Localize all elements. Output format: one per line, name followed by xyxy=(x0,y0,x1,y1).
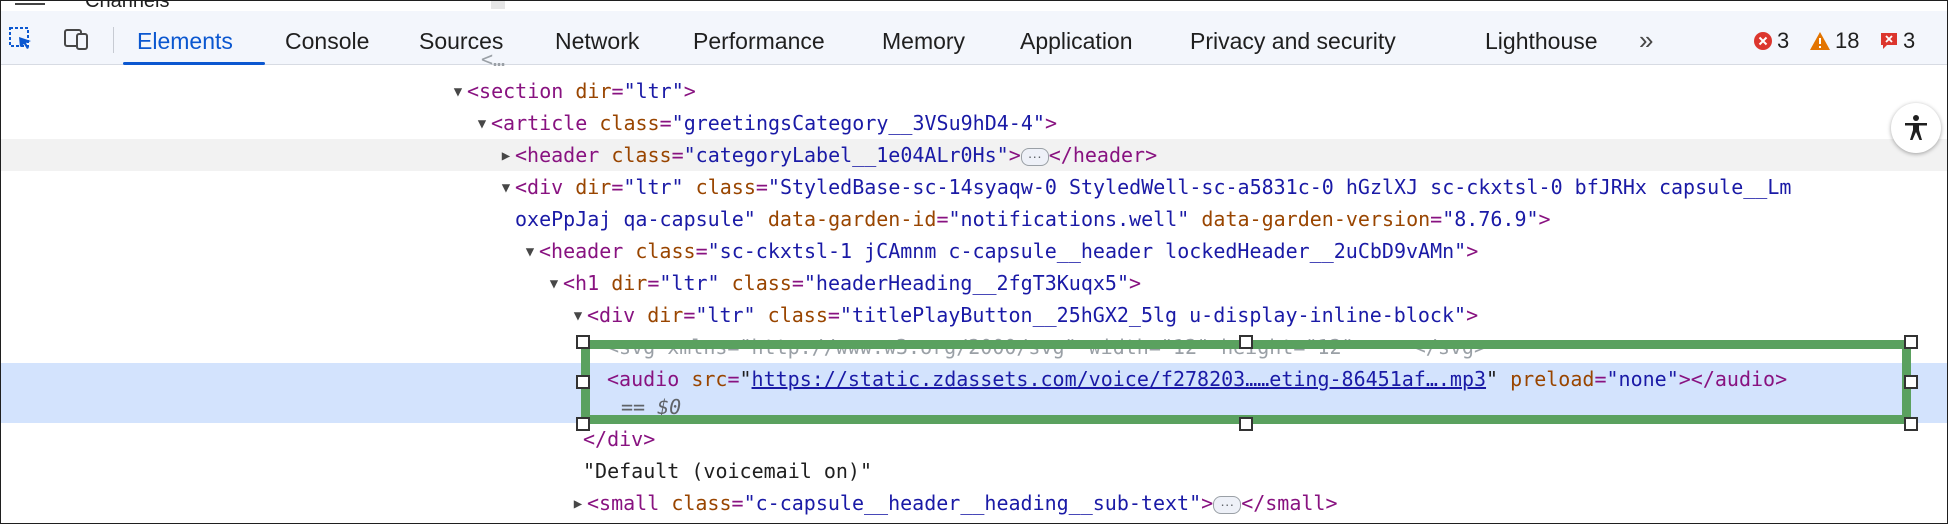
expand-triangle-icon[interactable]: ▼ xyxy=(525,244,535,260)
tree-row-div-close[interactable]: </div> xyxy=(583,427,656,451)
tree-row-div-title-play[interactable]: ▼<div dir="ltr" class="titlePlayButton__… xyxy=(1,299,1947,331)
resize-handle-top[interactable] xyxy=(1239,335,1253,349)
ellipsis-icon[interactable]: ··· xyxy=(1213,495,1242,514)
accessibility-icon xyxy=(1905,115,1927,140)
active-tab-indicator xyxy=(123,62,265,65)
devtools-toolbar: Elements Console Sources Network Perform… xyxy=(1,11,1947,65)
resize-handle-bottom-left[interactable] xyxy=(576,417,590,431)
expand-triangle-icon[interactable]: ▼ xyxy=(501,180,511,196)
tree-row-text-node[interactable]: "Default (voicemail on)" xyxy=(583,459,872,483)
tree-row-h1[interactable]: ▼<h1 dir="ltr" class="headerHeading__2fg… xyxy=(1,267,1947,299)
tree-row-div-capsule[interactable]: ▼<div dir="ltr" class="StyledBase-sc-14s… xyxy=(1,171,1947,203)
error-icon xyxy=(1754,32,1772,50)
tab-application[interactable]: Application xyxy=(1020,28,1133,54)
tab-network[interactable]: Network xyxy=(555,28,640,54)
tree-row-section[interactable]: ▼<section dir="ltr"> xyxy=(1,75,1947,107)
tab-performance[interactable]: Performance xyxy=(693,28,825,54)
resize-handle-left[interactable] xyxy=(576,375,590,389)
errors-counter[interactable]: 3 xyxy=(1753,28,1789,54)
tree-row-header-category[interactable]: ▶<header class="categoryLabel__1e04ALr0H… xyxy=(1,139,1947,171)
collapse-triangle-icon[interactable]: ▶ xyxy=(573,496,583,512)
errors-count: 3 xyxy=(1777,28,1790,53)
expand-triangle-icon[interactable]: ▼ xyxy=(453,84,463,100)
resize-handle-top-right[interactable] xyxy=(1904,335,1918,349)
tab-lighthouse[interactable]: Lighthouse xyxy=(1485,28,1598,54)
toolbar-separator xyxy=(113,27,114,53)
expand-triangle-icon[interactable]: ▼ xyxy=(477,116,487,132)
tab-console[interactable]: Console xyxy=(285,28,370,54)
issues-counter[interactable]: 3 xyxy=(1879,28,1915,54)
tree-row-div-capsule-cont: oxePpJaj qa-capsule" data-garden-id="not… xyxy=(515,207,1551,231)
collapse-triangle-icon[interactable]: ▶ xyxy=(501,148,511,164)
ellipsis-icon[interactable]: ··· xyxy=(1020,147,1049,166)
tab-privacy-and-security[interactable]: Privacy and security xyxy=(1190,28,1396,54)
collapse-caret xyxy=(15,3,45,5)
audio-src-link[interactable]: https://static.zdassets.com/voice/f27820… xyxy=(751,367,1487,391)
tree-row-header-locked[interactable]: ▼<header class="sc-ckxtsl-1 jCAmnm c-cap… xyxy=(1,235,1947,267)
tab-elements[interactable]: Elements xyxy=(137,28,233,54)
issue-flag-icon xyxy=(1881,33,1897,49)
accessibility-button[interactable] xyxy=(1891,103,1941,153)
issues-count: 3 xyxy=(1903,28,1916,53)
resize-handle-right[interactable] xyxy=(1904,375,1918,389)
tab-sources[interactable]: Sources xyxy=(419,28,504,54)
tree-row-small[interactable]: ▶<small class="c-capsule__header__headin… xyxy=(1,487,1947,519)
warning-icon xyxy=(1810,32,1830,50)
expand-triangle-icon[interactable]: ▼ xyxy=(573,308,583,324)
elements-tree: <… ▼<section dir="ltr"> ▼<article class=… xyxy=(1,47,1947,523)
device-toolbar-icon[interactable] xyxy=(63,25,91,53)
tab-memory[interactable]: Memory xyxy=(882,28,966,54)
warnings-counter[interactable]: 18 xyxy=(1809,28,1859,54)
inspect-element-icon[interactable] xyxy=(7,25,35,53)
page-content-strip: Channels xyxy=(1,0,1947,12)
page-text-channels: Channels xyxy=(85,0,170,12)
more-tabs-icon[interactable]: » xyxy=(1639,25,1654,55)
tree-row-partial: <… xyxy=(481,47,506,71)
resize-handle-bottom-right[interactable] xyxy=(1904,417,1918,431)
tree-row-article[interactable]: ▼<article class="greetingsCategory__3VSu… xyxy=(1,107,1947,139)
page-tooltip-notch xyxy=(491,1,505,9)
resize-handle-bottom[interactable] xyxy=(1239,417,1253,431)
warnings-count: 18 xyxy=(1835,28,1860,53)
element-highlight-box[interactable] xyxy=(581,340,1911,424)
resize-handle-top-left[interactable] xyxy=(576,335,590,349)
expand-triangle-icon[interactable]: ▼ xyxy=(549,276,559,292)
tree-row-audio-selected[interactable]: <audio src="https://static.zdassets.com/… xyxy=(1,363,1947,395)
